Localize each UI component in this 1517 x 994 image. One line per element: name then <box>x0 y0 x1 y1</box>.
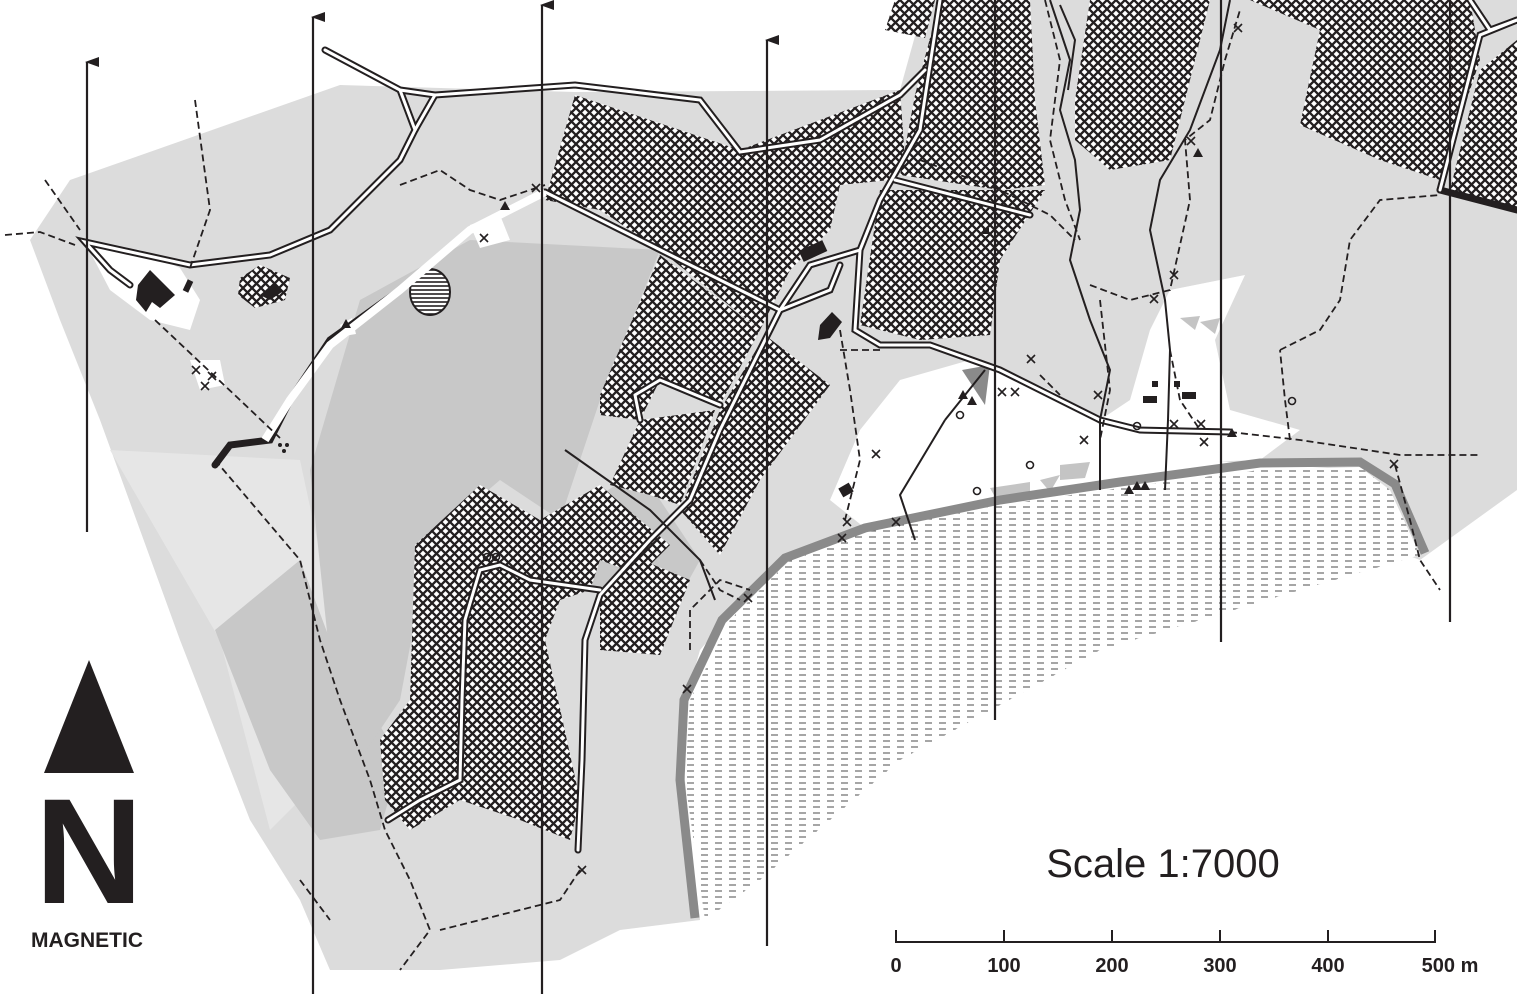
ride <box>261 188 547 443</box>
buildings <box>136 228 1196 498</box>
north-letter: N <box>35 767 143 935</box>
scale-tick-label: 0 <box>890 955 901 977</box>
scale-tick-label: 100 <box>987 955 1020 977</box>
north-caption: MAGNETIC <box>31 929 143 952</box>
scale-tick-label: 500 m <box>1422 955 1479 977</box>
point-triangles <box>278 148 1237 494</box>
shoreline <box>675 457 1430 919</box>
scale-tick-label: 200 <box>1095 955 1128 977</box>
scale-bar: Scale 1:7000 0 100 200 300 400 500 m <box>890 842 1478 977</box>
streams <box>564 0 1231 601</box>
point-features <box>191 23 1399 875</box>
lake-water <box>685 467 1420 920</box>
north-arrow-icon: N MAGNETIC <box>31 660 143 952</box>
magnetic-north-lines <box>85 0 1452 994</box>
shoreline-rock <box>962 365 990 405</box>
scale-title: Scale 1:7000 <box>1046 842 1280 886</box>
scale-tick-label: 400 <box>1311 955 1344 977</box>
paths <box>4 0 1480 971</box>
dense-vegetation <box>238 0 1517 840</box>
scale-tick-label: 300 <box>1203 955 1236 977</box>
